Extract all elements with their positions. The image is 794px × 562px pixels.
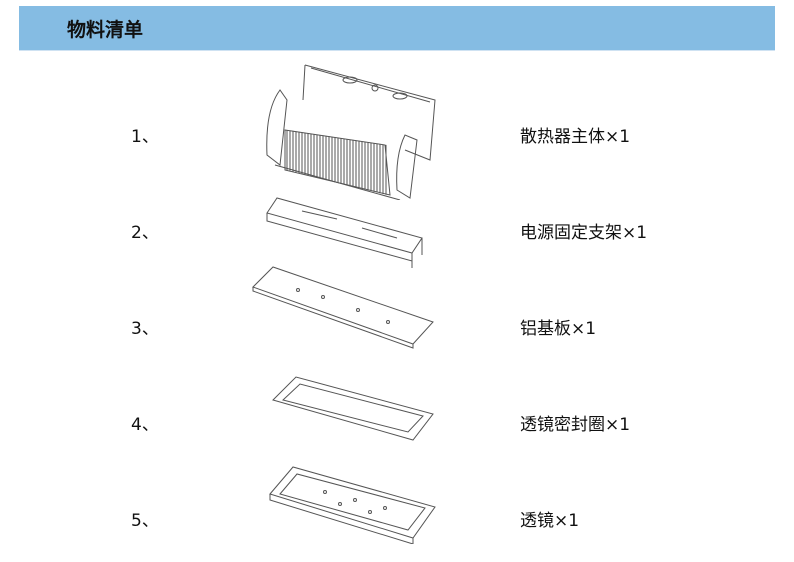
item-number: 5、 <box>131 511 159 531</box>
lens-drawing <box>269 466 436 544</box>
item-number: 3、 <box>131 319 159 339</box>
item-label: 铝基板×1 <box>520 319 597 339</box>
item-label: 透镜密封圈×1 <box>520 415 631 435</box>
item-number: 2、 <box>131 223 159 243</box>
item-number: 4、 <box>131 415 159 435</box>
heatsink-drawing <box>266 64 436 200</box>
section-title: 物料清单 <box>67 19 144 41</box>
item-label: 电源固定支架×1 <box>520 223 648 243</box>
item-number: 1、 <box>131 127 159 147</box>
item-label: 透镜×1 <box>520 511 580 531</box>
section-header: 物料清单 <box>19 6 775 51</box>
aluminum-board-drawing <box>252 266 434 349</box>
lens-seal-drawing <box>272 376 434 441</box>
item-label: 散热器主体×1 <box>520 127 631 147</box>
power-bracket-drawing <box>266 197 423 268</box>
